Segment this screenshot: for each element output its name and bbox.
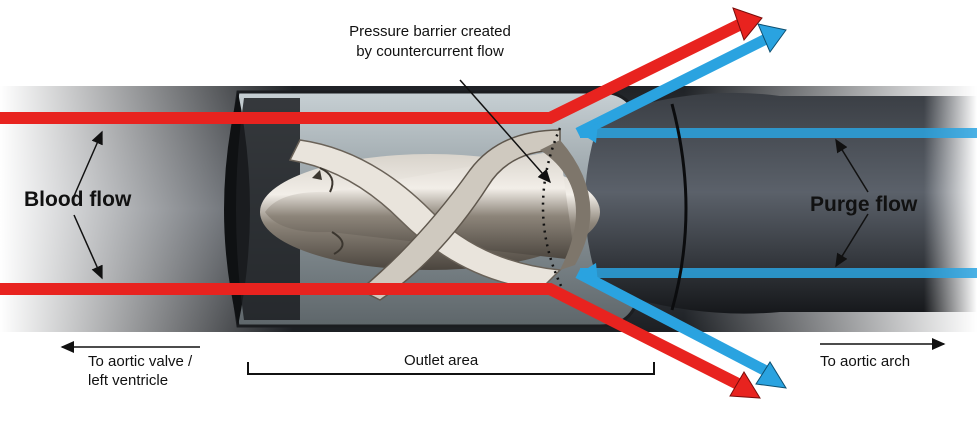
purge-line-top-front <box>580 128 977 138</box>
callout-blood-bottom <box>73 214 103 280</box>
outlet-bracket <box>247 362 655 375</box>
callout-purge-top <box>835 138 869 193</box>
callout-purge-bottom <box>835 213 869 268</box>
pressure-barrier-label-line2: by countercurrent flow <box>356 43 504 60</box>
purge-flow-label: Purge flow <box>810 193 918 216</box>
callout-blood-top <box>73 130 103 197</box>
callout-pressure-barrier <box>459 79 551 184</box>
purge-line-bottom-front <box>580 268 977 278</box>
blood-flow-arrows <box>0 7 763 399</box>
impeller <box>260 129 600 301</box>
pressure-barrier-label-line1: Pressure barrier created <box>349 23 511 40</box>
to-aortic-valve-line2: left ventricle <box>88 372 169 389</box>
to-aortic-valve-line1: To aortic valve / <box>88 353 193 370</box>
to-aortic-arch-label: To aortic arch <box>820 353 911 370</box>
to-aortic-valve-label: To aortic valve / left ventricle <box>88 352 192 390</box>
blood-flow-label: Blood flow <box>24 188 132 211</box>
outlet-area-label: Outlet area <box>404 352 479 369</box>
purge-flow-arrows <box>575 23 787 389</box>
housing-seam <box>670 103 688 311</box>
pressure-barrier-label: Pressure barrier created by countercurre… <box>330 22 530 62</box>
